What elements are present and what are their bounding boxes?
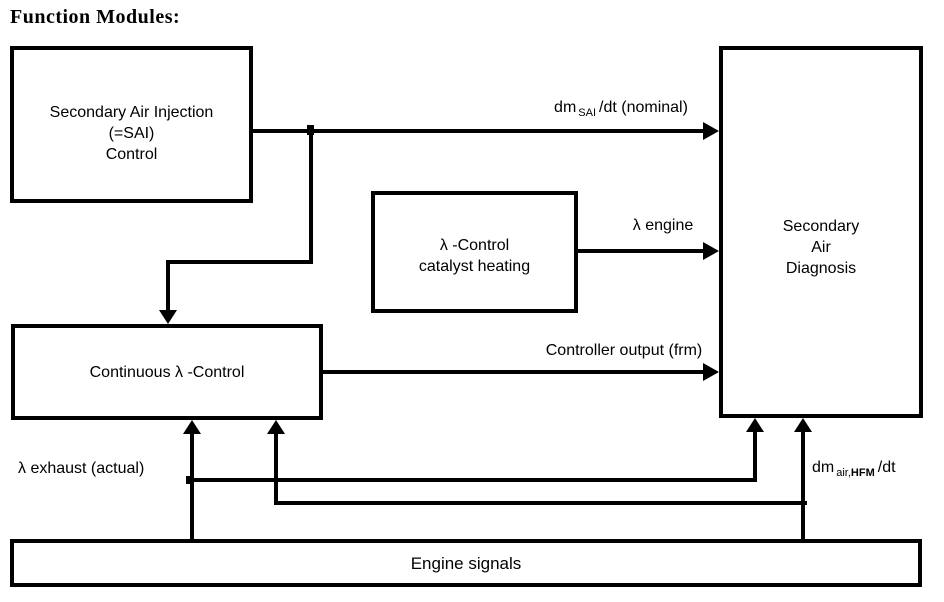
- label-hfm-massflow-post: /dt: [877, 459, 896, 476]
- label-sai-massflow-pre: dm: [554, 99, 577, 116]
- arrowhead-hfm-to-continuous-icon: [267, 420, 285, 434]
- label-lambda-exhaust: λ exhaust (actual): [18, 460, 145, 477]
- block-engine-signals: Engine signals: [10, 539, 922, 587]
- block-sai-control-line2: (=SAI): [108, 125, 155, 142]
- connector-exhaust-vertical: [190, 432, 194, 539]
- connector-sai-to-diagnosis: [250, 129, 705, 133]
- block-continuous-line1: Continuous λ -Control: [89, 363, 245, 381]
- label-hfm-massflow-pre: dm: [812, 459, 835, 476]
- arrowhead-continuous-to-diagnosis-icon: [703, 363, 719, 381]
- diagram-title: Function Modules:: [10, 6, 181, 28]
- block-sai-control: Secondary Air Injection (=SAI) Control: [10, 46, 253, 203]
- block-catalyst-line2: catalyst heating: [418, 258, 531, 275]
- arrowhead-exhaust-to-continuous-icon: [183, 420, 201, 434]
- block-sai-control-line1: Secondary Air Injection: [49, 104, 214, 121]
- label-sai-massflow-post: /dt (nominal): [599, 99, 688, 116]
- connector-exhaust-branch-horizontal: [190, 478, 757, 482]
- block-diagnosis-line3: Diagnosis: [785, 259, 857, 277]
- block-diagnosis-line1: Secondary: [782, 217, 860, 235]
- label-sai-massflow-sub: SAI: [578, 107, 597, 119]
- block-continuous-lambda-control: Continuous λ -Control: [11, 324, 323, 420]
- arrowhead-catalyst-to-diagnosis-icon: [703, 242, 719, 260]
- connector-exhaust-branch-riser: [753, 430, 757, 482]
- arrowhead-hfm-to-diagnosis-icon: [794, 418, 812, 432]
- label-hfm-massflow-sub-bold: HFM: [850, 467, 875, 479]
- connector-continuous-to-diagnosis: [320, 370, 705, 374]
- block-diagnosis-line2: Air: [811, 238, 831, 256]
- block-sai-control-line3: Control: [105, 146, 158, 163]
- arrowhead-sai-to-diagnosis-icon: [703, 122, 719, 140]
- label-lambda-engine: λ engine: [632, 217, 694, 234]
- connector-hfm-branch-riser: [274, 432, 278, 505]
- connector-sai-branch-horizontal: [166, 260, 313, 264]
- connector-hfm-vertical: [801, 430, 805, 539]
- connector-catalyst-to-diagnosis: [575, 249, 705, 253]
- arrowhead-sai-to-continuous-icon: [159, 310, 177, 324]
- label-hfm-massflow-sub: air,HFM: [836, 467, 875, 479]
- label-controller-output: Controller output (frm): [545, 342, 703, 359]
- arrowhead-exhaust-to-diagnosis-icon: [746, 418, 764, 432]
- block-catalyst-line1: λ -Control: [439, 237, 510, 254]
- connector-sai-branch-vertical: [309, 129, 313, 264]
- block-lambda-control-catalyst-heating: λ -Control catalyst heating: [371, 191, 578, 313]
- connector-hfm-branch-horizontal: [274, 501, 807, 505]
- label-hfm-massflow-sub-normal: air,: [836, 467, 851, 479]
- block-secondary-air-diagnosis: Secondary Air Diagnosis: [719, 46, 923, 418]
- block-engine-signals-line1: Engine signals: [410, 553, 522, 573]
- connector-sai-branch-drop: [166, 260, 170, 312]
